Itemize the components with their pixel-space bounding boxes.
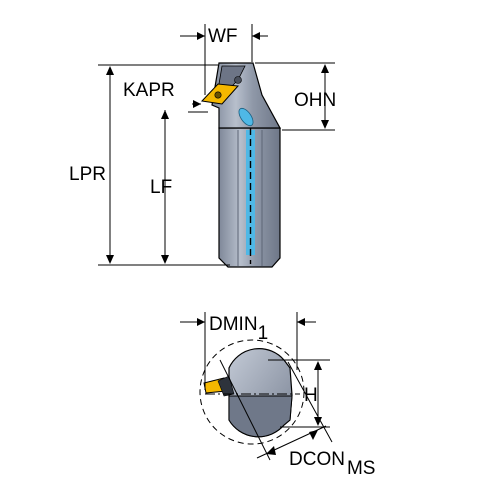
dmin-subscript: 1	[258, 323, 269, 344]
bar-lower-flat	[228, 395, 293, 438]
lpr-label: LPR	[69, 164, 106, 185]
coolant-outlet	[238, 107, 254, 127]
tool-side-view	[200, 62, 282, 268]
dmin-main: DMIN	[209, 314, 258, 335]
dcon-subscript: MS	[347, 458, 376, 479]
lf-label: LF	[150, 177, 172, 198]
h-label: H	[304, 385, 318, 406]
insert-screw-icon	[214, 91, 222, 99]
side-view-arrowheads	[106, 32, 329, 264]
dmin-label: DMIN1	[209, 314, 268, 344]
side-view-dimensions	[98, 24, 335, 266]
head-screw-icon	[234, 76, 242, 84]
tool-end-view	[199, 339, 305, 445]
ohn-label: OHN	[294, 90, 336, 111]
wf-label: WF	[208, 26, 238, 47]
coolant-channel	[246, 130, 255, 255]
end-view-arrowheads	[197, 318, 322, 455]
dcon-main: DCON	[289, 449, 345, 470]
kapr-label: KAPR	[123, 80, 175, 101]
